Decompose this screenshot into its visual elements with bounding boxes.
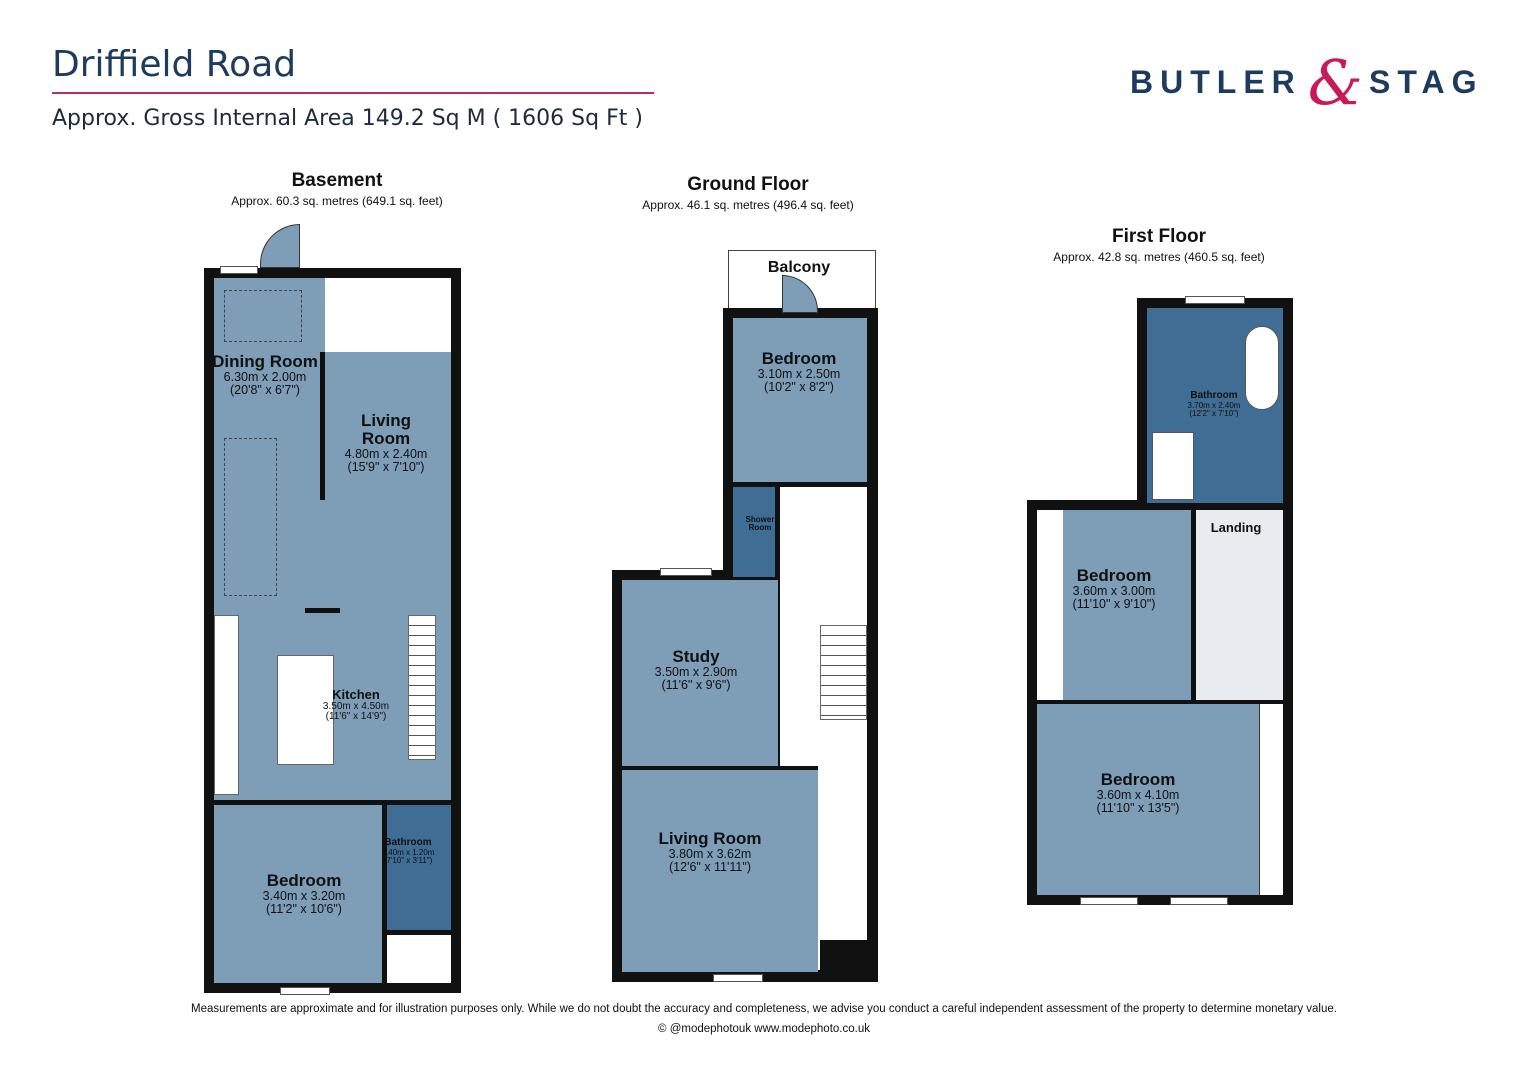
floor-heading-basement: Basement Approx. 60.3 sq. metres (649.1 …: [231, 170, 442, 208]
door: [260, 224, 300, 268]
partition-wall: [320, 352, 325, 500]
floor-name: Ground Floor: [687, 174, 809, 195]
window: [280, 987, 330, 995]
window: [713, 974, 763, 982]
logo-ampersand: &: [1307, 45, 1363, 119]
basement-lobby: [325, 278, 451, 352]
partition-wall: [382, 800, 387, 983]
wardrobe: [1259, 704, 1283, 895]
basement-bedroom: [214, 805, 382, 983]
basement-bathroom: [387, 805, 451, 930]
window: [1170, 897, 1228, 905]
window: [220, 266, 258, 274]
dining-table: [224, 438, 277, 596]
room-label-landing: Landing: [1210, 520, 1262, 535]
butler-stag-logo: BUTLER&STAG: [1130, 46, 1484, 119]
floor-heading-ground: Ground Floor Approx. 46.1 sq. metres (49…: [642, 174, 853, 212]
study: [622, 580, 778, 768]
window: [1185, 296, 1245, 304]
floor-area: Approx. 46.1 sq. metres (496.4 sq. feet): [642, 198, 854, 212]
logo-right: STAG: [1368, 63, 1484, 100]
shower-room: [733, 487, 775, 577]
rooflight: [224, 290, 302, 342]
shower-tray: [1152, 432, 1194, 500]
partition-wall: [622, 766, 818, 770]
window: [1080, 897, 1138, 905]
bathtub: [1245, 326, 1279, 410]
staircase: [820, 625, 867, 720]
hallway-upper: [780, 487, 867, 582]
ground-bedroom: [733, 318, 867, 482]
page-title: Driffield Road: [52, 44, 297, 85]
floor-name: Basement: [291, 170, 383, 191]
first-bedroom-front: [1037, 704, 1259, 895]
first-bedroom-rear: [1063, 510, 1191, 700]
photo-credit: © @modephotouk www.modephoto.co.uk: [658, 1023, 870, 1035]
landing: [1196, 510, 1283, 700]
floor-area: Approx. 42.8 sq. metres (460.5 sq. feet): [1053, 250, 1265, 264]
disclaimer: Measurements are approximate and for ill…: [191, 1003, 1337, 1015]
partition-wall: [305, 608, 340, 613]
wardrobe: [1037, 510, 1063, 700]
floor-area: Approx. 60.3 sq. metres (649.1 sq. feet): [231, 194, 443, 208]
ground-living-room: [622, 770, 818, 972]
staircase: [408, 615, 436, 760]
kitchen-island: [277, 655, 334, 765]
gross-area: Approx. Gross Internal Area 149.2 Sq M (…: [52, 106, 643, 131]
window: [660, 568, 712, 576]
floor-name: First Floor: [1112, 226, 1206, 247]
basement-store: [387, 935, 451, 983]
logo-left: BUTLER: [1130, 63, 1302, 100]
room-label-balcony: Balcony: [767, 259, 831, 276]
partition-wall: [214, 800, 451, 805]
kitchen-units: [214, 615, 239, 795]
room-label-shower: Shower Room: [745, 515, 775, 533]
floor-heading-first: First Floor Approx. 42.8 sq. metres (460…: [1053, 226, 1264, 264]
title-divider: [52, 92, 654, 94]
